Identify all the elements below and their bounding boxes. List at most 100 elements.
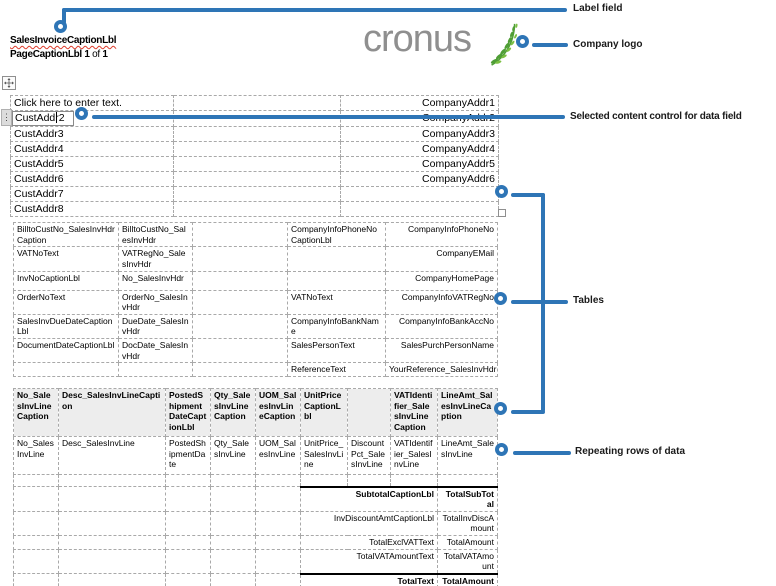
column-header[interactable]: Desc_SalesInvLineCaption <box>58 388 166 437</box>
total-label-cell[interactable]: TotalText <box>300 572 438 586</box>
address-cell[interactable] <box>173 156 341 172</box>
info-cell[interactable]: ReferenceText <box>287 362 386 377</box>
empty-cell[interactable] <box>165 573 211 586</box>
empty-cell[interactable] <box>58 573 166 586</box>
column-header[interactable]: UOM_SalesInvLineCaption <box>255 388 301 437</box>
empty-cell[interactable] <box>165 548 211 575</box>
content-control-handle[interactable]: ⋮ <box>1 109 12 126</box>
empty-cell[interactable] <box>58 510 166 537</box>
info-cell[interactable] <box>287 270 386 291</box>
info-cell[interactable] <box>192 313 288 340</box>
line-data-cell[interactable]: VATIdentifier_SalesInvLine <box>390 436 438 475</box>
address-cell[interactable]: CustAddr4 <box>10 141 174 157</box>
content-control-selected[interactable]: CustAddr2 <box>12 111 74 126</box>
column-header[interactable]: LineAmt_SalesInvLineCaption <box>437 388 498 437</box>
info-cell[interactable]: SalesPurchPersonName <box>385 337 498 364</box>
address-cell[interactable]: CustAddr7 <box>10 186 174 202</box>
info-cell[interactable]: CompanyInfoVATRegNo <box>385 289 498 315</box>
address-cell[interactable] <box>173 126 341 142</box>
info-cell[interactable]: No_SalesInvHdr <box>118 270 193 291</box>
info-cell[interactable]: OrderNo_SalesInvHdr <box>118 289 193 315</box>
line-data-cell[interactable]: LineAmt_SalesInvLine <box>437 436 498 475</box>
info-cell[interactable]: DocDate_SalesInvHdr <box>118 337 193 364</box>
line-data-cell[interactable]: Qty_SalesInvLine <box>210 436 256 475</box>
empty-cell[interactable] <box>255 486 301 512</box>
total-value-cell[interactable]: TotalInvDiscAmount <box>437 510 498 537</box>
empty-cell[interactable] <box>210 474 256 487</box>
sales-invoice-caption-label[interactable]: SalesInvoiceCaptionLbl <box>10 35 117 46</box>
empty-cell[interactable] <box>13 573 59 586</box>
address-cell[interactable]: CompanyAddr1 <box>340 95 499 111</box>
line-data-cell[interactable]: Desc_SalesInvLine <box>58 436 166 475</box>
address-cell[interactable] <box>173 201 341 217</box>
info-cell[interactable]: DocumentDateCaptionLbl <box>13 337 119 364</box>
empty-cell[interactable] <box>300 474 348 487</box>
info-cell[interactable]: CompanyInfoPhoneNo <box>385 221 498 248</box>
address-cell[interactable] <box>173 186 341 202</box>
info-cell[interactable]: CompanyInfoBankName <box>287 313 386 340</box>
column-header[interactable]: No_SalesInvLineCaption <box>13 388 59 437</box>
info-cell[interactable]: SalesInvDueDateCaptionLbl <box>13 313 119 340</box>
info-cell[interactable] <box>287 246 386 272</box>
info-cell[interactable] <box>192 246 288 272</box>
info-cell[interactable] <box>192 289 288 315</box>
total-label-cell[interactable]: TotalExclVATText <box>300 535 438 550</box>
address-cell[interactable]: CustAddr6 <box>10 171 174 187</box>
page-caption-label[interactable]: PageCaptionLbl 1 of 1 <box>10 49 116 60</box>
empty-cell[interactable] <box>13 510 59 537</box>
info-cell[interactable]: OrderNoText <box>13 289 119 315</box>
info-cell[interactable]: VATRegNo_SalesInvHdr <box>118 246 193 272</box>
empty-cell[interactable] <box>210 486 256 512</box>
info-cell[interactable] <box>192 221 288 248</box>
empty-cell[interactable] <box>58 548 166 575</box>
info-cell[interactable]: BilltoCustNo_SalesInvHdrCaption <box>13 221 119 248</box>
info-cell[interactable]: VATNoText <box>287 289 386 315</box>
info-cell[interactable] <box>192 270 288 291</box>
empty-cell[interactable] <box>210 535 256 550</box>
placeholder-cell[interactable]: Click here to enter text. <box>10 95 174 111</box>
empty-cell[interactable] <box>255 548 301 575</box>
column-header[interactable]: VATIdentifier_SalesInvLineCaption <box>390 388 438 437</box>
address-cell[interactable] <box>173 141 341 157</box>
empty-cell[interactable] <box>165 535 211 550</box>
line-data-cell[interactable]: No_SalesInvLine <box>13 436 59 475</box>
info-cell[interactable] <box>192 362 288 377</box>
empty-cell[interactable] <box>58 535 166 550</box>
column-header[interactable] <box>347 388 391 437</box>
empty-cell[interactable] <box>255 474 301 487</box>
empty-cell[interactable] <box>165 486 211 512</box>
line-data-cell[interactable]: DiscountPct_SalesInvLine <box>347 436 391 475</box>
empty-cell[interactable] <box>165 510 211 537</box>
empty-cell[interactable] <box>13 535 59 550</box>
info-cell[interactable]: BilltoCustNo_SalesInvHdr <box>118 221 193 248</box>
empty-cell[interactable] <box>210 573 256 586</box>
empty-cell[interactable] <box>347 474 391 487</box>
info-cell[interactable] <box>192 337 288 364</box>
total-value-cell[interactable]: TotalVATAmount <box>437 548 498 575</box>
address-cell[interactable]: CustAddr5 <box>10 156 174 172</box>
info-cell[interactable]: SalesPersonText <box>287 337 386 364</box>
company-logo-image[interactable]: cronus <box>363 18 518 66</box>
empty-cell[interactable] <box>255 535 301 550</box>
table-resize-handle[interactable] <box>498 209 506 217</box>
empty-cell[interactable] <box>58 486 166 512</box>
total-label-cell[interactable]: TotalVATAmountText <box>300 548 438 575</box>
empty-cell[interactable] <box>210 510 256 537</box>
info-cell[interactable]: VATNoText <box>13 246 119 272</box>
empty-cell[interactable] <box>255 573 301 586</box>
address-cell[interactable]: CustAddr8 <box>10 201 174 217</box>
address-cell[interactable]: CompanyAddr6 <box>340 171 499 187</box>
address-cell[interactable] <box>340 186 499 202</box>
line-data-cell[interactable]: UnitPrice_SalesInvLine <box>300 436 348 475</box>
info-cell[interactable]: CompanyHomePage <box>385 270 498 291</box>
info-cell[interactable] <box>13 362 119 377</box>
info-cell[interactable]: InvNoCaptionLbl <box>13 270 119 291</box>
address-cell[interactable]: CompanyAddr4 <box>340 141 499 157</box>
address-cell[interactable]: CompanyAddr3 <box>340 126 499 142</box>
address-cell[interactable] <box>173 171 341 187</box>
total-label-cell[interactable]: InvDiscountAmtCaptionLbl <box>300 510 438 537</box>
column-header[interactable]: PostedShipmentDateCaptionLbl <box>165 388 211 437</box>
empty-cell[interactable] <box>13 474 59 487</box>
empty-cell[interactable] <box>390 474 438 487</box>
empty-cell[interactable] <box>210 548 256 575</box>
